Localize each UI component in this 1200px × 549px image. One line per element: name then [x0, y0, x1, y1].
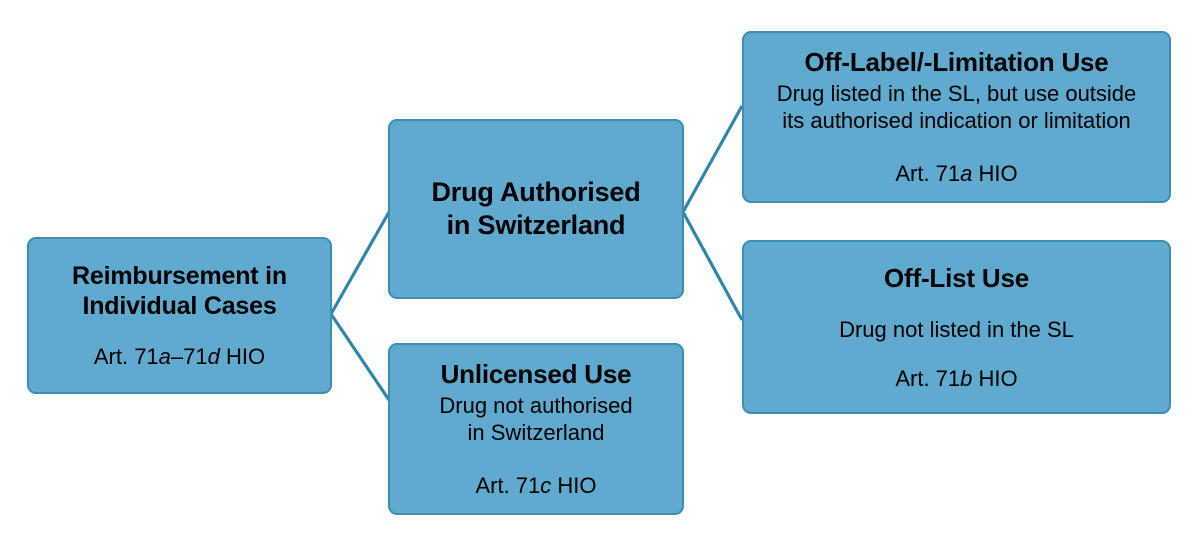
node-description: Drug not authorised in Switzerland [439, 393, 633, 445]
reference-prefix: Art. 71 [895, 365, 961, 391]
reference-prefix: Art. 71 [93, 344, 159, 369]
reference-prefix: Art. 71 [475, 473, 541, 498]
node-title: Off-Label/-Limitation Use [804, 47, 1109, 77]
reference-letter-a: a [158, 344, 171, 369]
reference-suffix: HIO [972, 365, 1018, 391]
node-legal-reference: Art. 71a HIO [895, 160, 1017, 187]
node-legal-reference: Art. 71c HIO [475, 472, 596, 499]
connector-authorised-to-offlabel [681, 105, 744, 213]
reference-suffix: HIO [219, 344, 266, 369]
reference-letter-a: a [960, 161, 973, 186]
node-legal-reference: Art. 71b HIO [895, 365, 1017, 392]
node-description: Drug listed in the SL, but use outside i… [776, 81, 1137, 133]
reference-letter-c: c [540, 473, 552, 498]
node-legal-reference: Art. 71a–71d HIO [94, 343, 265, 370]
reference-prefix: Art. 71 [895, 161, 961, 186]
node-reimbursement-individual-cases[interactable]: Reimbursement in Individual Cases Art. 7… [27, 237, 332, 394]
node-title: Drug Authorised in Switzerland [431, 177, 641, 240]
node-off-label-limitation-use[interactable]: Off-Label/-Limitation Use Drug listed in… [742, 31, 1171, 203]
connector-authorised-to-offlist [681, 211, 744, 321]
node-unlicensed-use[interactable]: Unlicensed Use Drug not authorised in Sw… [388, 343, 684, 515]
connector-root-to-unlicensed [329, 313, 391, 401]
node-description: Drug not listed in the SL [839, 316, 1074, 342]
connector-root-to-authorised [329, 211, 391, 315]
node-off-list-use[interactable]: Off-List Use Drug not listed in the SL A… [742, 240, 1171, 414]
node-title: Off-List Use [884, 262, 1029, 293]
node-title: Reimbursement in Individual Cases [72, 262, 287, 320]
reference-letter-d: d [207, 344, 220, 369]
reference-suffix: HIO [551, 473, 597, 498]
reference-suffix: HIO [972, 161, 1018, 186]
node-title: Unlicensed Use [440, 359, 632, 389]
reference-middle: –71 [170, 344, 208, 369]
reference-letter-b: b [960, 365, 973, 391]
node-drug-authorised-in-switzerland[interactable]: Drug Authorised in Switzerland [388, 119, 684, 299]
